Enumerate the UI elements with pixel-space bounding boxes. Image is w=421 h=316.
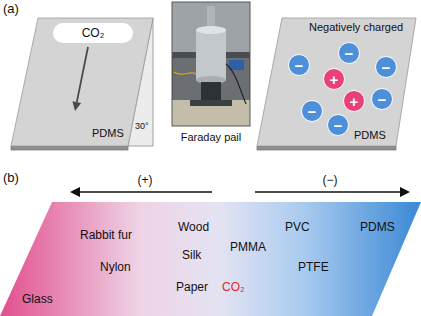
- text-slot: PDMS: [360, 220, 395, 234]
- material-label: PTFE: [298, 260, 329, 274]
- panel-letter: (b): [3, 170, 19, 186]
- charge-sign: −: [382, 60, 391, 75]
- photo-frame: [172, 2, 250, 126]
- panel-letter: (a): [3, 1, 19, 17]
- photo-caption: Faraday pail: [181, 131, 242, 144]
- negative-charge: −: [338, 42, 360, 64]
- material-label: Nylon: [100, 260, 131, 274]
- material-label: PDMS: [360, 220, 395, 234]
- material-label: PVC: [285, 220, 310, 234]
- text-slot: +: [330, 72, 339, 87]
- charge-sign: +: [330, 72, 339, 87]
- negative-charge: −: [371, 88, 393, 110]
- material-label: PDMS: [92, 127, 124, 140]
- text-slot: −: [308, 104, 317, 119]
- polarity-label: (+): [138, 173, 153, 187]
- charge-sign: −: [308, 104, 317, 119]
- material-label: PMMA: [230, 240, 266, 254]
- material-label: Wood: [178, 220, 209, 234]
- text-slot: CO₂: [222, 280, 245, 294]
- label-slot: (+): [138, 173, 153, 187]
- pdms-sheet: PDMS CO₂: [8, 15, 166, 155]
- label-slot: 30°: [135, 121, 149, 132]
- positive-charge: +: [343, 90, 365, 112]
- text-slot: PMMA: [230, 240, 266, 254]
- text-slot: CO₂: [82, 27, 105, 39]
- negative-charge: −: [375, 56, 397, 78]
- charged-pdms-sheet: Negatively chargedPDMS−−−+−+−−: [254, 15, 418, 155]
- text-slot: Silk: [182, 248, 201, 262]
- text-slot: PVC: [285, 220, 310, 234]
- material-label: CO₂: [222, 280, 245, 294]
- text-slot: Negatively charged: [309, 21, 403, 34]
- text-slot: −: [334, 118, 343, 133]
- ground-cable: [174, 72, 196, 74]
- text-slot: PDMS: [354, 129, 386, 142]
- arrow-head: [72, 101, 81, 111]
- pail-stand: [201, 82, 221, 101]
- charge-sign: +: [350, 94, 359, 109]
- text-slot: −: [345, 46, 354, 61]
- text-slot: Paper: [176, 280, 208, 294]
- material-label: Rabbit fur: [80, 228, 132, 242]
- charge-sign: −: [345, 46, 354, 61]
- label-slot: Faraday pail: [181, 131, 242, 144]
- charge-sign: −: [334, 118, 343, 133]
- charge-sign: −: [295, 58, 304, 73]
- sheet-edge: [257, 146, 396, 150]
- sheet-edge: [11, 146, 128, 150]
- sheet-face: [11, 18, 153, 146]
- polarity-arrows: [72, 192, 408, 193]
- text-slot: Wood: [178, 220, 209, 234]
- photo-bench: [173, 100, 250, 126]
- negative-charge: −: [288, 54, 310, 76]
- text-slot: −: [378, 92, 387, 107]
- triboelectric-series-band: Wood PVC PDMS Rabbit furPMMA SilkNylon PTFE Pa…: [0, 200, 421, 316]
- stand-foot: [190, 100, 232, 106]
- angle-label: 30°: [135, 121, 149, 132]
- pail-rim: [196, 26, 226, 34]
- text-slot: PTFE: [298, 260, 329, 274]
- faraday-pail-photo: [172, 2, 250, 126]
- text-slot: −: [382, 60, 391, 75]
- gas-nozzle: CO₂: [53, 23, 133, 43]
- text-slot: Rabbit fur: [80, 228, 132, 242]
- flow-arrow: [77, 47, 88, 102]
- gas-label: CO₂: [82, 27, 105, 39]
- negative-arrow: [255, 191, 408, 193]
- negative-charge: −: [327, 114, 349, 136]
- positive-arrow: [72, 191, 212, 193]
- pail-body: [196, 30, 226, 80]
- label-slot: (b): [3, 170, 19, 186]
- state-label: Negatively charged: [309, 21, 403, 34]
- negative-charge: −: [301, 100, 323, 122]
- material-label: Glass: [22, 292, 53, 306]
- meter-box: [229, 60, 244, 70]
- text-slot: Nylon: [100, 260, 131, 274]
- polarity-label: (−): [323, 173, 338, 187]
- text-slot: PDMS: [92, 127, 124, 140]
- label-slot: (−): [323, 173, 338, 187]
- text-slot: −: [295, 58, 304, 73]
- text-slot: Glass: [22, 292, 53, 306]
- label-slot: (a): [3, 1, 19, 17]
- charge-sign: −: [378, 92, 387, 107]
- gradient-band: [0, 202, 421, 316]
- material-label: Silk: [182, 248, 201, 262]
- material-label: Paper: [176, 280, 208, 294]
- triboelectric-series-band-outline: [0, 200, 421, 316]
- positive-charge: +: [323, 68, 345, 90]
- material-label: PDMS: [354, 129, 386, 142]
- signal-cable: [226, 64, 246, 104]
- text-slot: +: [350, 94, 359, 109]
- sheet-face: [257, 18, 416, 146]
